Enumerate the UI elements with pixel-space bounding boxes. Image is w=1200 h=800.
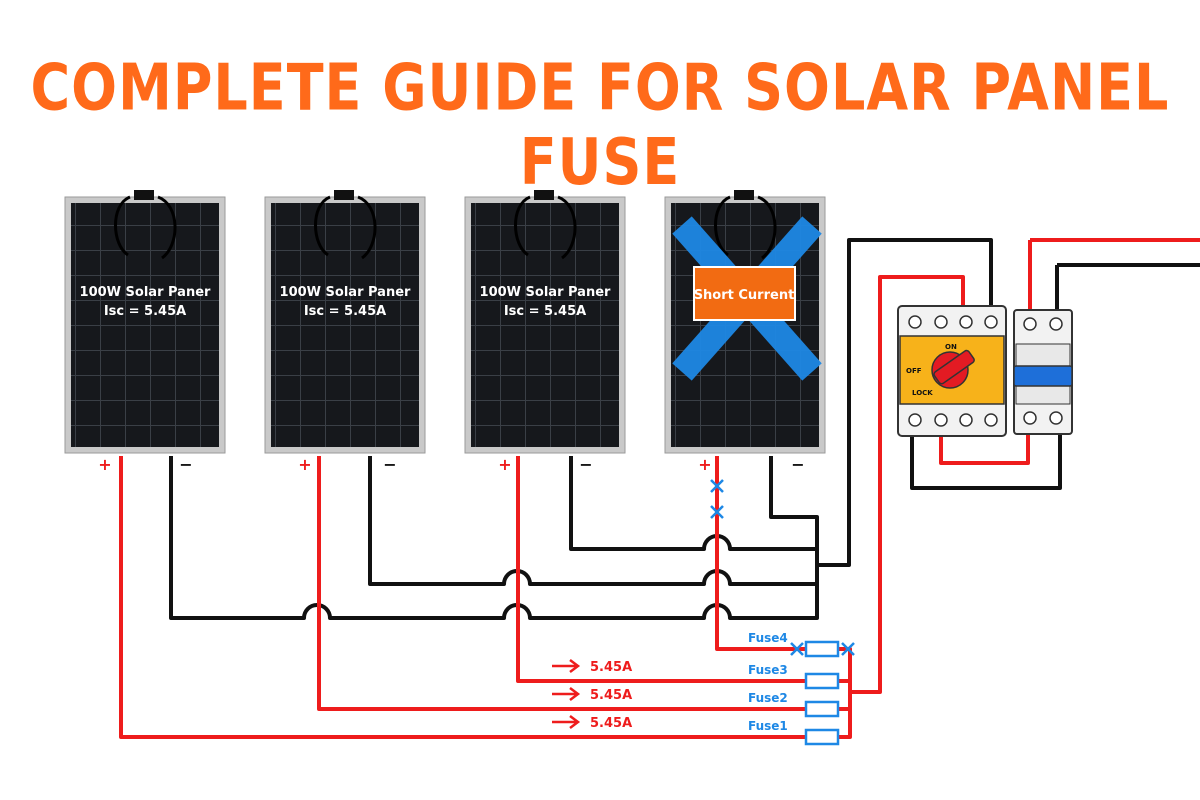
page-title: COMPLETE GUIDE FOR SOLAR PANEL FUSE [30,50,1170,200]
current-arrow-1: 5.45A [552,659,632,675]
dc-circuit-breaker [1013,309,1073,435]
positive-terminal-label: + [698,455,711,474]
fuse-4: Fuse4 [748,631,840,658]
fuse-label: Fuse4 [748,631,788,645]
positive-terminal-label: + [98,455,111,474]
short-current-badge [693,266,796,321]
break-mark-icon [710,479,855,656]
isolator-lock-label: LOCK [912,389,933,397]
terminal-screw-icon [1023,317,1063,425]
fuse-label: Fuse1 [748,719,788,733]
solar-panel-3: 100W Solar Paner Isc = 5.45A + − [464,190,626,474]
solar-panel-1: 100W Solar Paner Isc = 5.45A + − [64,190,226,474]
positive-wiring [119,238,1200,739]
panel-isc: Isc = 5.45A [104,304,186,319]
isolator-on-label: ON [945,343,957,351]
current-arrow-2: 5.45A [552,687,632,703]
fuse-1: Fuse1 [748,719,840,746]
fuse-2: Fuse2 [748,691,840,718]
current-label: 5.45A [590,688,632,703]
cable-loop [514,190,577,260]
cable-loop [714,190,777,260]
isolator-off-label: OFF [906,367,922,375]
negative-terminal-label: − [383,455,396,474]
solar-panel-2: 100W Solar Paner Isc = 5.45A + − [264,190,426,474]
terminal-screw-icon [908,315,998,427]
negative-terminal-label: − [579,455,592,474]
positive-terminal-label: + [498,455,511,474]
positive-terminal-label: + [298,455,311,474]
current-label: 5.45A [590,660,632,675]
breaker-toggle-icon [1013,365,1073,387]
fuse-label: Fuse2 [748,691,788,705]
panel-isc: Isc = 5.45A [504,304,586,319]
cable-loop [314,190,377,260]
negative-terminal-label: − [179,455,192,474]
negative-terminal-label: − [791,455,804,474]
solar-panel-4-faulty: Short Current + − [664,190,826,474]
panel-name: 100W Solar Paner [80,285,211,300]
panel-name: 100W Solar Paner [480,285,611,300]
dc-isolator-switch: ON OFF LOCK [897,305,1007,437]
panel-isc: Isc = 5.45A [304,304,386,319]
short-current-label: Short Current [694,288,795,303]
fuse-label: Fuse3 [748,663,788,677]
panel-name: 100W Solar Paner [280,285,411,300]
cable-loop [114,190,177,260]
current-arrow-3: 5.45A [552,715,632,731]
fuse-3: Fuse3 [748,663,840,690]
current-label: 5.45A [590,716,632,731]
